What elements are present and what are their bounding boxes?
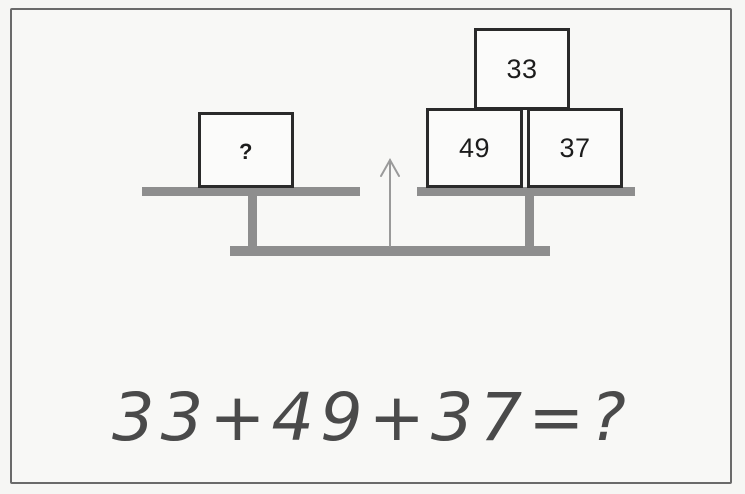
box-top-label: 33 <box>506 53 538 84</box>
unknown-box: ? <box>198 112 294 188</box>
box-bottom-right-label: 37 <box>559 132 591 163</box>
box-bottom-left: 49 <box>426 108 523 188</box>
unknown-box-label: ? <box>239 139 253 164</box>
handwritten-equation: 33+49+37=? <box>112 379 632 456</box>
box-bottom-right: 37 <box>527 108 623 188</box>
left-pan-post <box>248 196 257 246</box>
left-pan <box>142 187 360 196</box>
box-top: 33 <box>474 28 570 110</box>
pointer-arrow <box>380 157 400 247</box>
box-bottom-left-label: 49 <box>458 132 491 163</box>
right-pan <box>417 187 635 196</box>
balance-base-beam <box>230 246 550 256</box>
right-pan-post <box>525 196 534 246</box>
